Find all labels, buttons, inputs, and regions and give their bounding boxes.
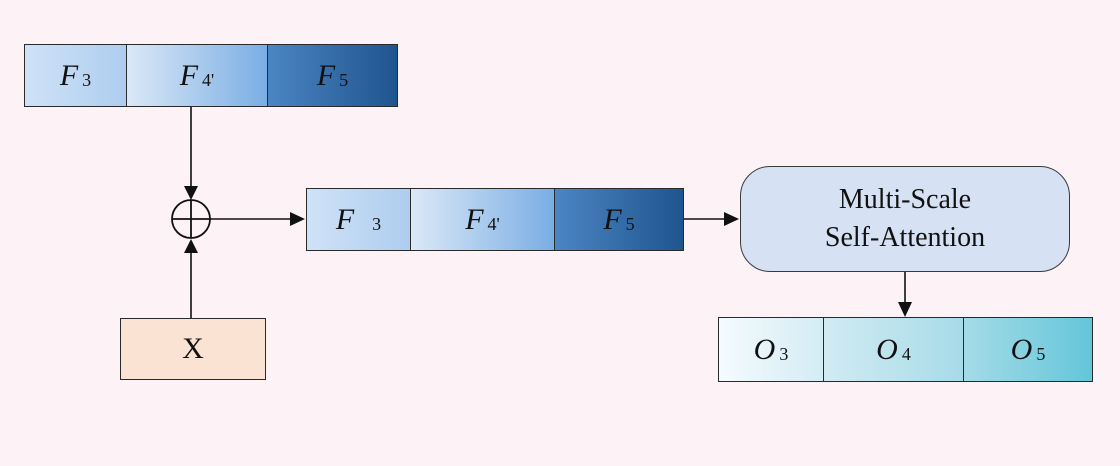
top-cell-f3: F 3 (25, 45, 126, 106)
multi-scale-self-attention-box: Multi-Scale Self-Attention (740, 166, 1070, 272)
middle-cell-f4: F 4' (410, 189, 554, 250)
arrow-attention-to-output (898, 272, 912, 317)
attention-title-line1: Multi-Scale (838, 184, 972, 216)
arrow-x-to-sum (184, 239, 198, 318)
input-x-box: X (120, 318, 266, 380)
middle-cell-f5: F 5 (554, 189, 683, 250)
middle-feature-bar: F 3 F 4' F 5 (306, 188, 684, 251)
top-feature-bar: F 3 F 4' F 5 (24, 44, 398, 107)
attention-title-line2: Self-Attention (824, 222, 986, 253)
input-x-label: X (182, 332, 204, 365)
sum-icon (171, 199, 211, 239)
arrow-middle-to-attention (684, 212, 739, 226)
arrow-top-to-sum (184, 107, 198, 200)
output-cell-o3: O 3 (719, 318, 823, 381)
arrow-sum-to-middle (210, 212, 305, 226)
top-cell-f4: F 4' (126, 45, 267, 106)
top-cell-f5: F 5 (267, 45, 397, 106)
output-cell-o5: O 5 (963, 318, 1092, 381)
middle-cell-f3: F 3 (307, 189, 410, 250)
output-cell-o4: O 4 (823, 318, 963, 381)
output-bar: O 3 O 4 O 5 (718, 317, 1093, 382)
